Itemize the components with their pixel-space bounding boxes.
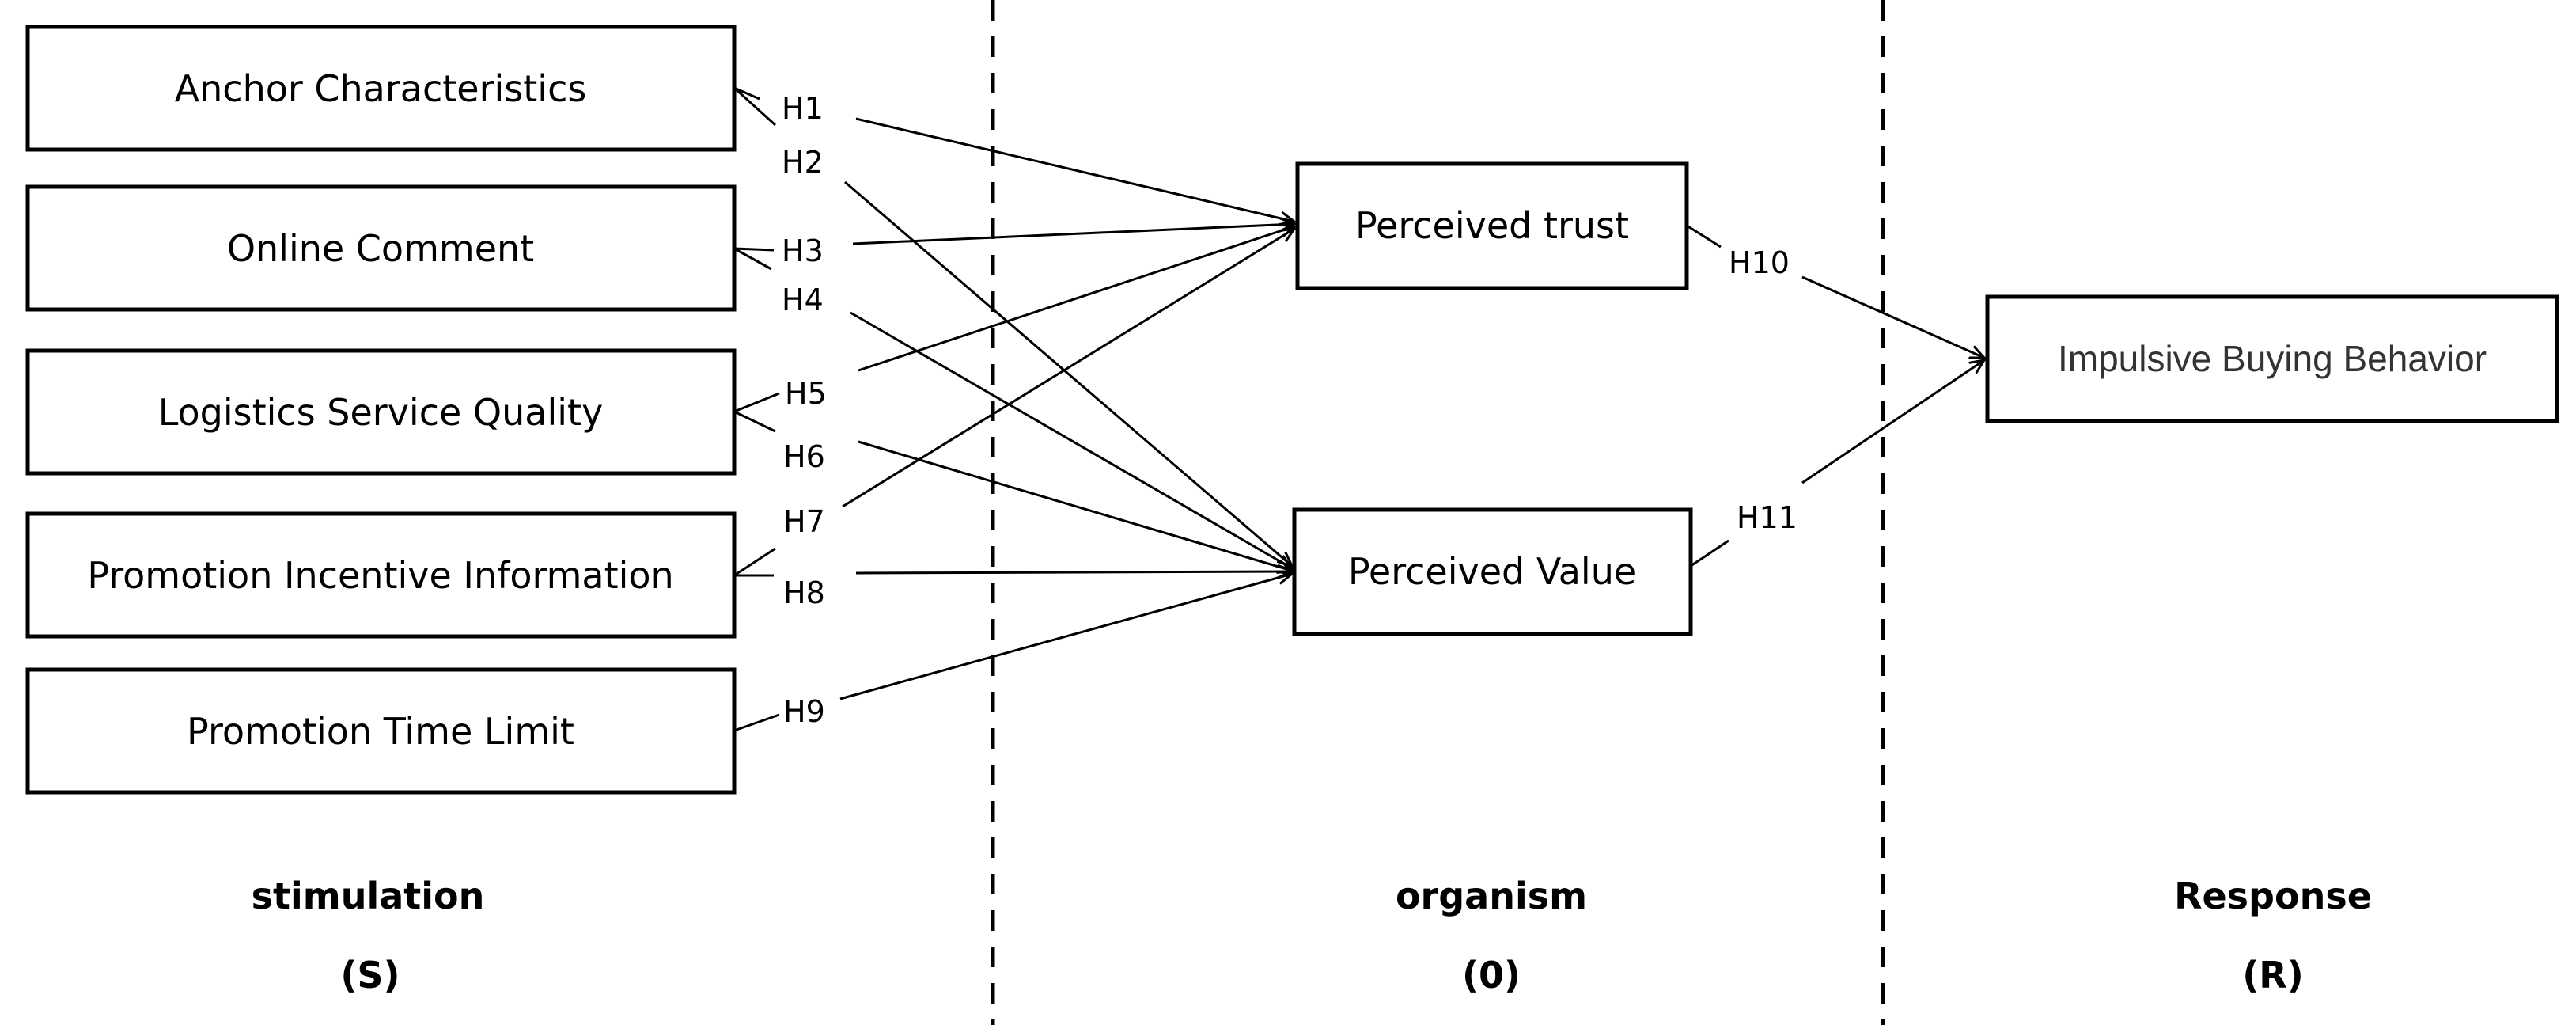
- box-online-comment: Online Comment: [25, 184, 737, 312]
- path-h7: H7: [733, 229, 1294, 577]
- box-anchor-characteristics: Anchor Characteristics: [25, 25, 737, 152]
- stage-stimulus-code: (S): [340, 954, 400, 997]
- box-logistics-service-quality-label: Logistics Service Quality: [158, 391, 604, 434]
- box-promotion-time-limit: Promotion Time Limit: [25, 667, 737, 795]
- label-h10: H10: [1729, 245, 1790, 280]
- box-promotion-incentive-information: Promotion Incentive Information: [25, 511, 737, 639]
- label-h9: H9: [783, 694, 825, 729]
- path-h11: H11: [1690, 360, 1984, 568]
- path-h8: H8: [734, 571, 1292, 610]
- label-h4: H4: [782, 283, 824, 317]
- label-h7: H7: [783, 504, 825, 539]
- stage-response-name: Response: [2174, 875, 2372, 917]
- path-h6: H6: [733, 410, 1292, 571]
- box-logistics-service-quality: Logistics Service Quality: [25, 348, 737, 476]
- box-impulsive-buying-behavior-label: Impulsive Buying Behavior: [2058, 338, 2487, 379]
- path-h10: H10: [1686, 224, 1984, 358]
- label-h11: H11: [1737, 500, 1798, 535]
- label-h1: H1: [782, 91, 824, 126]
- path-h4: H4: [733, 247, 1292, 568]
- box-online-comment-label: Online Comment: [227, 227, 534, 270]
- stage-response-code: (R): [2242, 954, 2303, 997]
- path-h3: H3: [733, 224, 1294, 268]
- path-h9: H9: [733, 574, 1292, 732]
- box-impulsive-buying-behavior: Impulsive Buying Behavior: [1985, 294, 2559, 423]
- label-h3: H3: [782, 233, 824, 268]
- box-perceived-value: Perceived Value: [1292, 507, 1693, 636]
- label-h6: H6: [783, 439, 825, 474]
- stage-stimulus-name: stimulation: [252, 875, 485, 917]
- box-anchor-characteristics-label: Anchor Characteristics: [175, 67, 587, 110]
- stage-organism-code: (0): [1462, 954, 1521, 997]
- box-perceived-trust-label: Perceived trust: [1355, 204, 1629, 247]
- path-h1: H1: [733, 86, 1294, 222]
- label-h5: H5: [785, 376, 827, 411]
- stage-organism-name: organism: [1396, 875, 1587, 917]
- box-promotion-incentive-information-label: Promotion Incentive Information: [87, 554, 673, 597]
- box-promotion-time-limit-label: Promotion Time Limit: [187, 710, 574, 753]
- box-perceived-trust: Perceived trust: [1295, 161, 1689, 290]
- path-h2: H2: [733, 86, 1292, 566]
- label-h2: H2: [782, 145, 824, 180]
- box-perceived-value-label: Perceived Value: [1348, 550, 1636, 593]
- label-h8: H8: [783, 575, 825, 610]
- path-h5: H5: [733, 226, 1294, 413]
